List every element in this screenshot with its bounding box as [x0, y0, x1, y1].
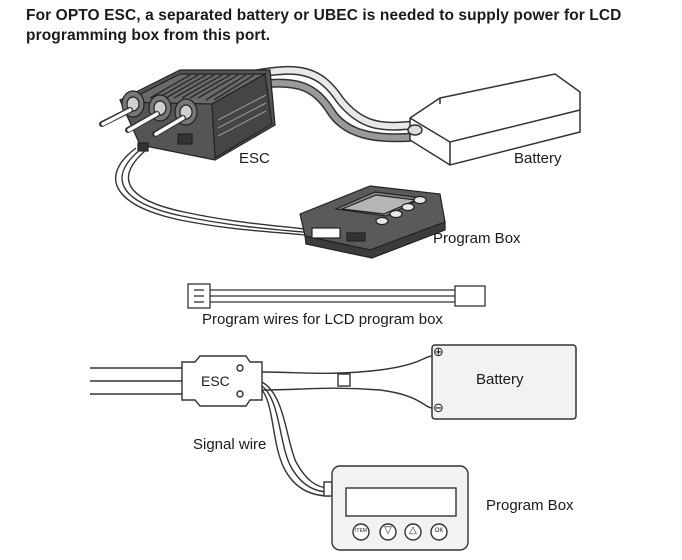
battery-label: Battery	[514, 150, 562, 167]
esc-battery-leads	[250, 65, 425, 143]
bottom-esc-label: ESC	[201, 373, 230, 389]
program-box-label: Program Box	[433, 230, 521, 247]
up-button-icon: △	[409, 525, 417, 536]
signal-wire-label: Signal wire	[193, 436, 267, 453]
battery-minus-icon: ⊖	[433, 400, 444, 415]
bottom-battery-label: Battery	[476, 371, 524, 388]
ok-button-label: OK	[434, 528, 444, 534]
bottom-program-box	[323, 465, 469, 551]
page-title: For OPTO ESC, a separated battery or UBE…	[26, 7, 622, 44]
program-wire-caption: Program wires for LCD program box	[202, 311, 443, 328]
bottom-power-leads	[261, 355, 433, 409]
bottom-battery	[431, 344, 577, 420]
program-wire	[187, 283, 486, 309]
esc-signal-cable	[114, 147, 313, 237]
down-button-icon: ▽	[384, 525, 392, 536]
bottom-signal-wire	[261, 381, 331, 497]
item-button-label: ITEM	[355, 528, 367, 534]
esc-unit	[99, 69, 276, 161]
bottom-motor-leads	[90, 367, 182, 395]
bottom-program-box-label: Program Box	[486, 497, 574, 514]
esc-label: ESC	[239, 150, 270, 167]
bottom-esc	[181, 355, 263, 407]
battery-plus-icon: ⊕	[433, 344, 444, 359]
battery-pack	[407, 73, 581, 166]
program-box-top	[299, 185, 446, 259]
